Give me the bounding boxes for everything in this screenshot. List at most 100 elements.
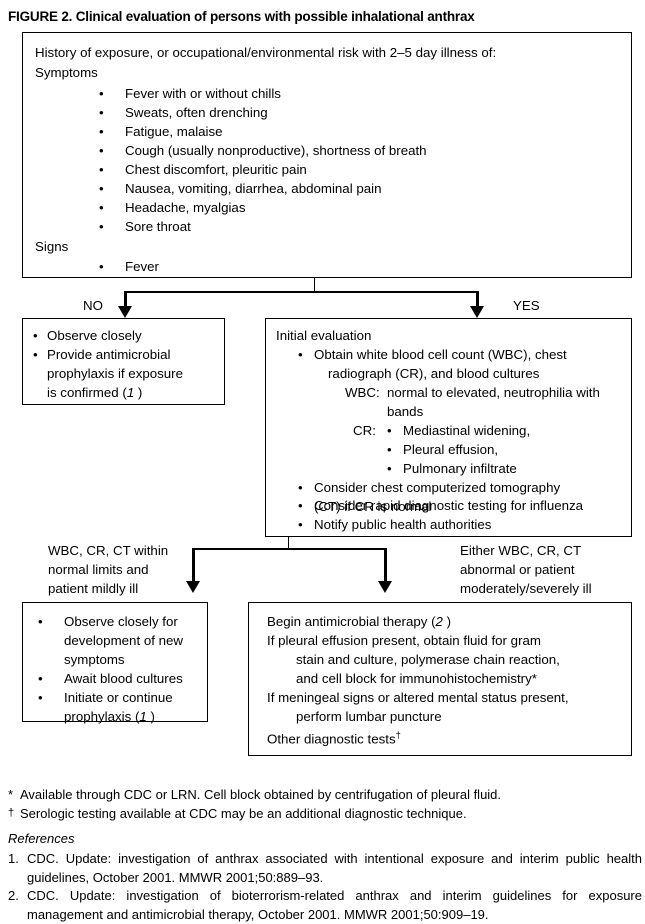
label-severe-line: Either WBC, CR, CT (460, 543, 582, 558)
sign-item: Fever (125, 259, 159, 274)
bullet-glyph: • (99, 124, 104, 139)
bullet-glyph: • (99, 86, 104, 101)
connector-split-lower (193, 548, 387, 550)
connector-arrow-severe (384, 548, 388, 586)
reference-text: CDC. Update: investigation of anthrax as… (27, 851, 642, 885)
prophylaxis-post: ) (146, 709, 155, 724)
history-heading: History of exposure, or occupational/env… (35, 45, 497, 60)
observe-box-line: Await blood cultures (64, 671, 183, 686)
therapy-line: Other diagnostic tests† (267, 726, 401, 749)
initial-eval-line: (CT) if CR is normal (314, 499, 432, 514)
cr-item: Mediastinal widening, (403, 423, 531, 438)
dagger-footnote-marker: † (8, 807, 15, 820)
bullet-glyph: • (387, 423, 392, 438)
bullet-glyph: • (298, 480, 303, 495)
observe-box-line: prophylaxis (1 ) (64, 707, 155, 727)
therapy-line: perform lumbar puncture (296, 709, 442, 724)
label-severe-line: moderately/severely ill (460, 581, 592, 596)
bullet-glyph: • (38, 690, 43, 705)
no-box-line: is confirmed (1 ) (47, 383, 142, 403)
observe-box-line: symptoms (64, 652, 125, 667)
figure-title: FIGURE 2. Clinical evaluation of persons… (8, 9, 475, 24)
prophylaxis-pre: prophylaxis ( (64, 709, 140, 724)
arrowhead-no (118, 306, 132, 318)
connector-split-top (125, 291, 478, 293)
reference-item: 2. CDC. Update: investigation of bioterr… (8, 887, 642, 924)
no-box-line4-post: ) (134, 385, 143, 400)
bullet-glyph: • (99, 162, 104, 177)
therapy-line: and cell block for immunohistochemistry* (296, 671, 537, 686)
wbc-value: normal to elevated, neutrophilia with (387, 385, 600, 400)
symptom-item: Fever with or without chills (125, 86, 281, 101)
footnote-dagger: † Serologic testing available at CDC may … (8, 804, 640, 823)
observe-box-line: Observe closely for (64, 614, 178, 629)
bullet-glyph: • (387, 461, 392, 476)
reference-item: 1. CDC. Update: investigation of anthrax… (8, 850, 642, 887)
bullet-glyph: • (38, 614, 43, 629)
no-box-line: Observe closely (47, 328, 142, 343)
footnote-dagger-text: Serologic testing available at CDC may b… (20, 806, 467, 822)
initial-eval-line: radiograph (CR), and blood cultures (328, 366, 540, 381)
initial-eval-heading: Initial evaluation (276, 328, 372, 343)
reference-number: 2. (8, 888, 19, 904)
initial-eval-line: Consider chest computerized tomography (314, 480, 561, 495)
dagger-footnote-marker: † (395, 730, 401, 741)
observe-box-line: development of new (64, 633, 184, 648)
label-mild-line: WBC, CR, CT within (48, 543, 169, 558)
bullet-glyph: • (99, 259, 104, 274)
therapy-line: Begin antimicrobial therapy (2 ) (267, 612, 451, 632)
bullet-glyph: • (298, 347, 303, 362)
bullet-glyph: • (99, 105, 104, 120)
other-tests-text: Other diagnostic tests (267, 731, 396, 747)
reference-number: 1. (8, 851, 19, 866)
references-heading: References (8, 831, 75, 846)
connector-arrow-yes (476, 291, 480, 312)
therapy-line: If pleural effusion present, obtain flui… (267, 633, 541, 648)
therapy-line: If meningeal signs or altered mental sta… (267, 690, 569, 705)
bullet-glyph-notify: • (298, 517, 303, 532)
branch-label-no: NO (83, 298, 103, 313)
therapy-line1-pre: Begin antimicrobial therapy ( (267, 614, 436, 629)
footnote-star-text: Available through CDC or LRN. Cell block… (20, 787, 502, 802)
bullet-glyph: • (387, 442, 392, 457)
references-list: 1. CDC. Update: investigation of anthrax… (8, 850, 642, 924)
bullet-glyph-influenza: • (298, 498, 303, 513)
label-mild-line: normal limits and (48, 562, 149, 577)
symptom-item: Headache, myalgias (125, 200, 246, 215)
arrowhead-mild (186, 581, 200, 593)
wbc-value-cont: bands (387, 404, 424, 419)
initial-eval-line: Obtain white blood cell count (WBC), che… (314, 347, 567, 362)
no-box-line: Provide antimicrobial (47, 347, 171, 362)
arrowhead-severe (378, 581, 392, 593)
connector-stem-lower (288, 537, 290, 549)
cr-label: CR: (353, 423, 376, 438)
therapy-line: stain and culture, polymerase chain reac… (296, 652, 560, 667)
initial-evaluation-box: Initial evaluation • Obtain white blood … (265, 318, 632, 537)
bullet-glyph: • (38, 671, 43, 686)
bullet-glyph: • (33, 347, 38, 362)
history-symptoms-box: History of exposure, or occupational/env… (22, 32, 632, 278)
reference-marker-1: 1 (139, 709, 147, 724)
observe-closely-box: • Observe closely for development of new… (22, 602, 208, 724)
bullet-glyph: • (99, 143, 104, 158)
star-footnote-marker: * (8, 787, 14, 802)
bullet-glyph: • (99, 181, 104, 196)
connector-stem-top (314, 278, 316, 292)
reference-marker-1: 1 (126, 385, 135, 400)
connector-arrow-no (124, 291, 128, 312)
bullet-glyph: • (99, 219, 104, 234)
reference-text: CDC. Update: investigation of bioterrori… (27, 888, 642, 922)
symptom-item: Fatigue, malaise (125, 124, 223, 139)
arrowhead-yes (470, 306, 484, 318)
cr-item: Pulmonary infiltrate (403, 461, 517, 476)
wbc-label: WBC: (345, 385, 380, 400)
therapy-line1-post: ) (442, 614, 452, 629)
symptom-item: Cough (usually nonproductive), shortness… (125, 143, 427, 158)
no-box-line: prophylaxis if exposure (47, 366, 183, 381)
symptom-item: Chest discomfort, pleuritic pain (125, 162, 307, 177)
initial-eval-line: Notify public health authorities (314, 517, 492, 532)
symptom-item: Nausea, vomiting, diarrhea, abdominal pa… (125, 181, 382, 196)
cr-item: Pleural effusion, (403, 442, 499, 457)
connector-arrow-mild (192, 548, 196, 586)
